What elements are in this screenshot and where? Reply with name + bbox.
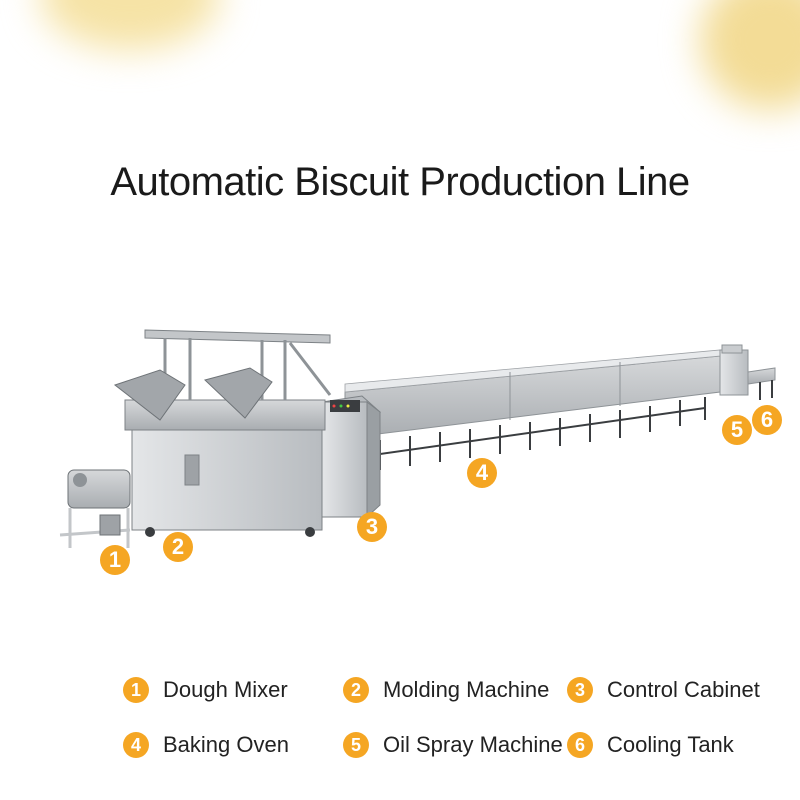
legend-item-dough-mixer: 1 Dough Mixer xyxy=(123,675,288,705)
legend-number: 6 xyxy=(567,732,593,758)
marker-dough-mixer: 1 xyxy=(100,545,130,575)
legend-number: 5 xyxy=(343,732,369,758)
marker-baking-oven: 4 xyxy=(467,458,497,488)
control-cabinet xyxy=(320,395,382,519)
legend-label: Cooling Tank xyxy=(607,732,734,757)
marker-cooling-tank: 6 xyxy=(752,405,782,435)
marker-control-cabinet: 3 xyxy=(357,512,387,542)
legend-label: Control Cabinet xyxy=(607,677,760,702)
baking-oven xyxy=(344,349,721,470)
legend-item-baking-oven: 4 Baking Oven xyxy=(123,730,289,760)
diagram-title: Automatic Biscuit Production Line xyxy=(110,160,690,204)
legend-label: Dough Mixer xyxy=(163,677,288,702)
legend-label: Molding Machine xyxy=(383,677,550,702)
legend-label: Baking Oven xyxy=(163,732,289,757)
legend-item-molding-machine: 2 Molding Machine xyxy=(343,675,549,705)
legend-number: 4 xyxy=(123,732,149,758)
marker-molding-machine: 2 xyxy=(163,532,193,562)
legend-label: Oil Spray Machine xyxy=(383,732,563,757)
legend-item-oil-spray-machine: 5 Oil Spray Machine xyxy=(343,730,563,760)
marker-oil-spray-machine: 5 xyxy=(722,415,752,445)
legend-number: 3 xyxy=(567,677,593,703)
oil-spray-machine xyxy=(719,344,749,396)
legend-number: 2 xyxy=(343,677,369,703)
dough-mixer xyxy=(59,469,131,548)
molding-machine xyxy=(113,329,332,537)
legend-item-control-cabinet: 3 Control Cabinet xyxy=(567,675,760,705)
legend-item-cooling-tank: 6 Cooling Tank xyxy=(567,730,734,760)
cooling-tank xyxy=(747,367,776,400)
legend-number: 1 xyxy=(123,677,149,703)
